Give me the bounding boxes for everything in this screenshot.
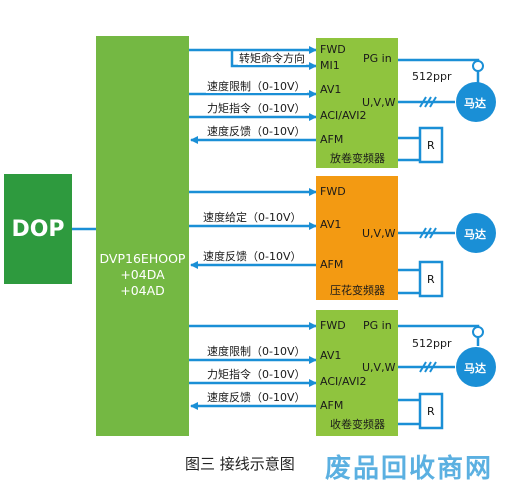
top-wire-feedback-label: 速度反馈（0-10V） (206, 125, 307, 138)
vfd-emboss (316, 176, 398, 300)
motor-top (456, 82, 496, 122)
top-wire-speed-limit-label: 速度限制（0-10V） (206, 80, 307, 93)
top-ppr: 512ppr (412, 70, 452, 83)
bot-afm: AFM (320, 399, 344, 412)
wire-bot-pg (398, 324, 480, 336)
bot-vfd-name: 收卷变频器 (330, 418, 385, 431)
wire-top-pg (398, 58, 480, 70)
bot-r-label: R (427, 405, 435, 418)
top-aci: ACI/AVI2 (320, 109, 367, 122)
dop-panel: DOP (4, 174, 72, 284)
top-pg-in: PG in (363, 52, 392, 65)
bot-pg-in: PG in (363, 319, 392, 332)
figure-caption: 图三 接线示意图 (185, 455, 295, 473)
bot-wire-speed-limit-label: 速度限制（0-10V） (206, 345, 307, 358)
bot-motor-label: 马达 (464, 362, 486, 375)
motor-mid (456, 213, 496, 253)
resistor-bot (418, 392, 444, 430)
bot-av1: AV1 (320, 349, 342, 362)
top-vfd-name: 放卷变频器 (330, 152, 385, 165)
bot-aci: ACI/AVI2 (320, 375, 367, 388)
bot-ppr: 512ppr (412, 337, 452, 350)
bot-uvw: U,V,W (362, 361, 396, 374)
mid-afm: AFM (320, 258, 344, 271)
top-afm: AFM (320, 133, 344, 146)
mid-fwd: FWD (320, 185, 346, 198)
mid-wire-feedback-label: 速度反馈（0-10V） (202, 250, 303, 263)
watermark-logo: 废品回收商网 (325, 454, 494, 484)
top-r-label: R (427, 139, 435, 152)
top-wire-torque-label: 力矩指令（0-10V） (206, 102, 307, 115)
vfd-rewind (316, 310, 398, 436)
mid-r-label: R (427, 273, 435, 286)
mid-motor-label: 马达 (464, 228, 486, 241)
mid-av1: AV1 (320, 218, 342, 231)
resistor-top (418, 126, 444, 164)
plc-block: DVP16EHOOP +04DA +04AD (96, 36, 189, 436)
top-av1: AV1 (320, 83, 342, 96)
plc-label: DVP16EHOOP +04DA +04AD (99, 251, 186, 298)
mid-uvw: U,V,W (362, 227, 396, 240)
encoder-bot (472, 326, 484, 338)
encoder-top (472, 60, 484, 72)
top-uvw: U,V,W (362, 96, 396, 109)
dop-label: DOP (11, 216, 65, 242)
resistor-mid (418, 260, 444, 298)
motor-bot (456, 347, 496, 387)
top-motor-label: 马达 (464, 97, 486, 110)
vfd-unwind (316, 38, 398, 168)
bot-wire-feedback-label: 速度反馈（0-10V） (206, 391, 307, 404)
top-mi1: MI1 (320, 59, 340, 72)
bot-fwd: FWD (320, 319, 346, 332)
top-wire-dir-label: 转矩命令方向 (238, 52, 306, 65)
wire-top-mi1 (230, 50, 317, 70)
mid-vfd-name: 压花变频器 (330, 284, 385, 297)
mid-wire-speed-set-label: 速度给定（0-10V） (202, 211, 303, 224)
bot-wire-torque-label: 力矩指令（0-10V） (206, 368, 307, 381)
top-fwd: FWD (320, 43, 346, 56)
